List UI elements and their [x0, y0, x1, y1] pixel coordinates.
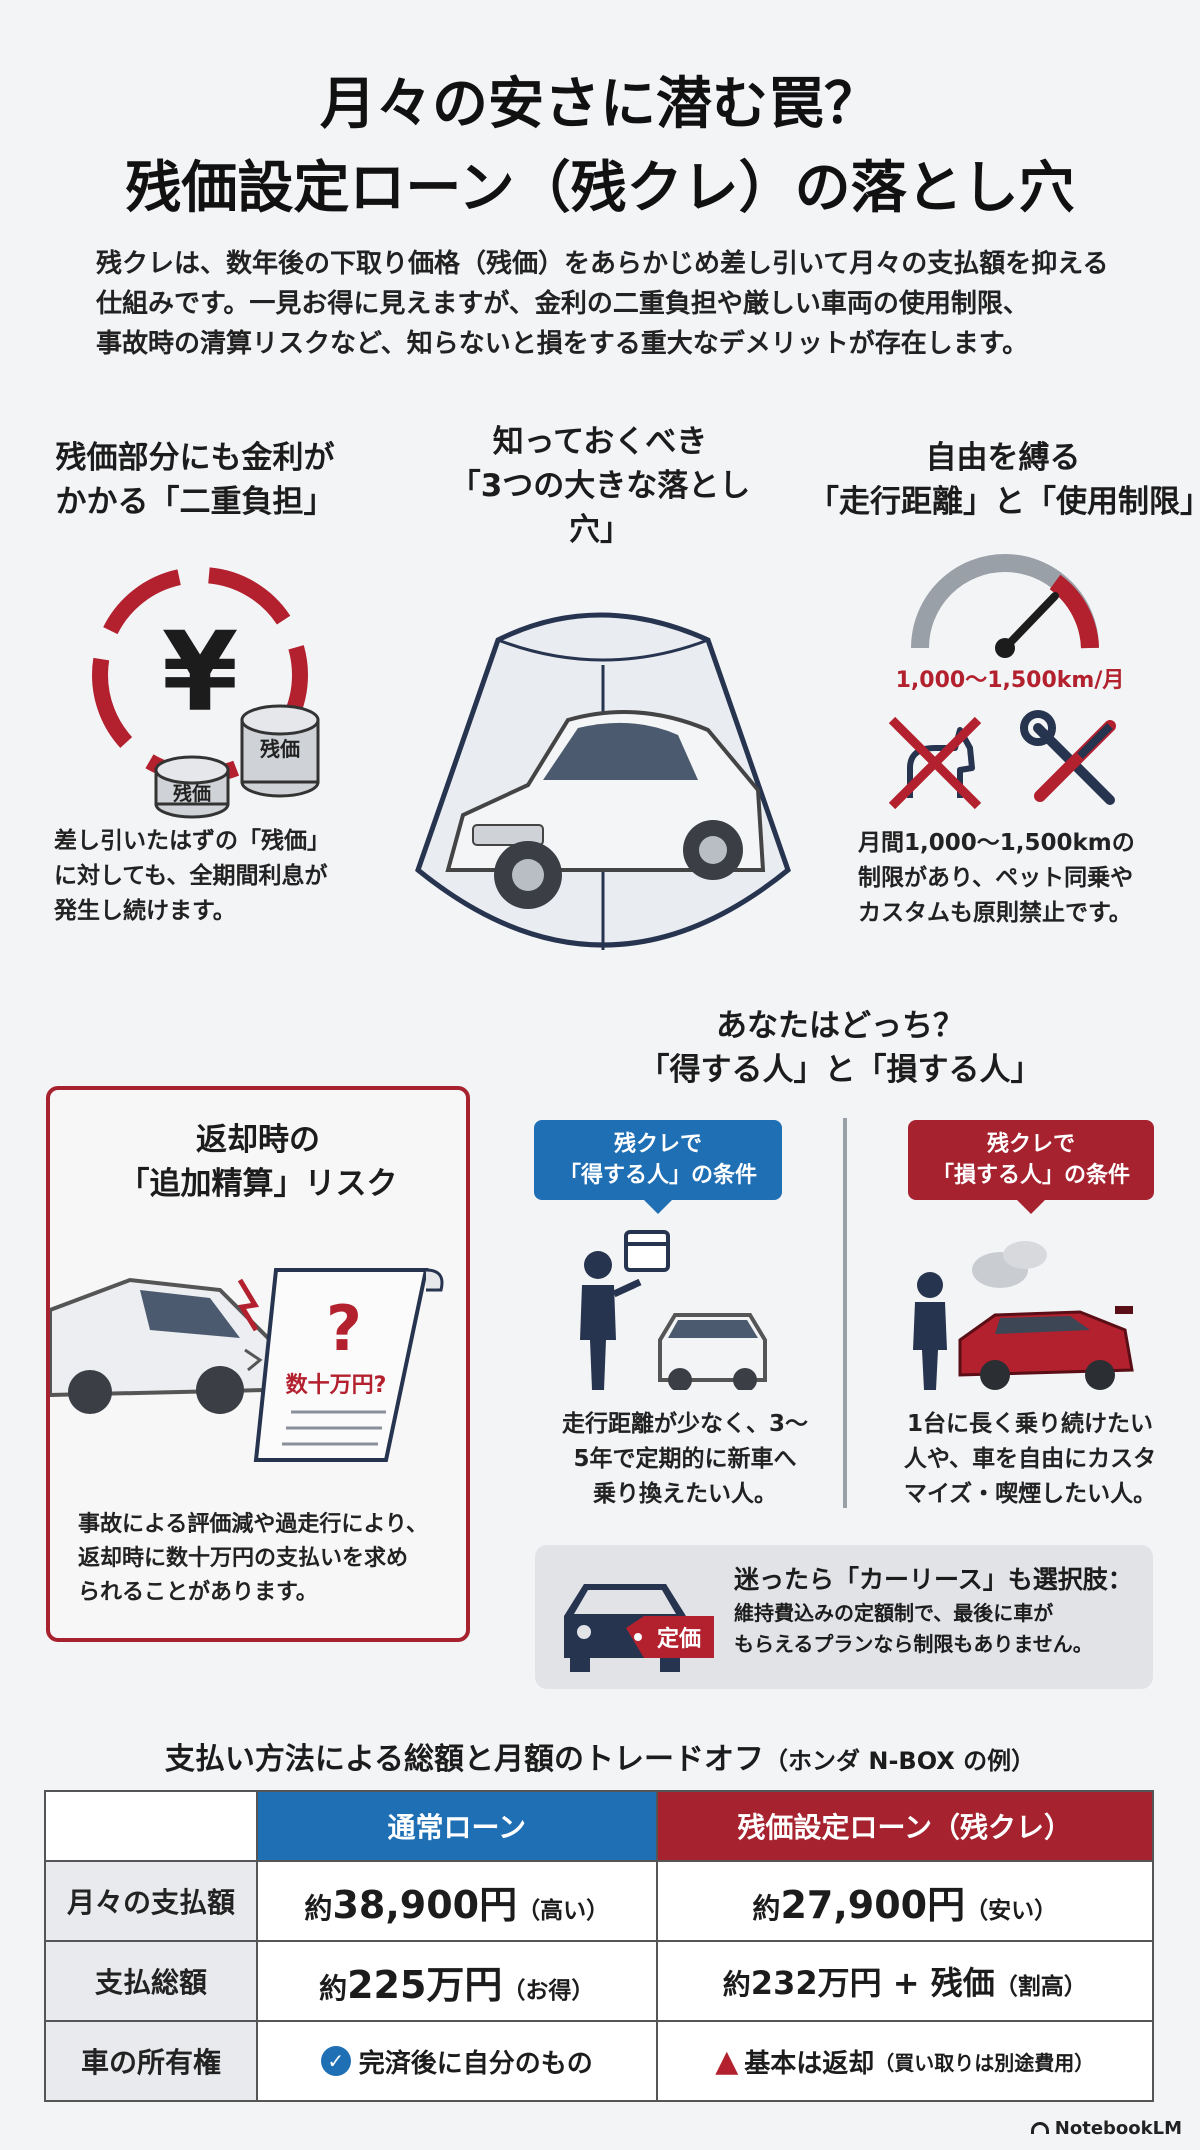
table-cell: 約232万円 + 残価（割高） [655, 1940, 1154, 2022]
body-line: 1台に長く乗り続けたい [906, 1411, 1153, 1437]
svg-text:残価: 残価 [260, 737, 300, 761]
body-line: マイズ・喫煙したい人。 [903, 1481, 1157, 1507]
damaged-car-icon [50, 1277, 273, 1414]
table-header-row: 通常ローン 残価設定ローン（残クレ） [44, 1790, 1154, 1862]
notebooklm-watermark: NotebookLM [1030, 2118, 1182, 2139]
row-label: 支払総額 [44, 1940, 258, 2022]
settlement-document-icon: ? 数十万円? [253, 1268, 444, 1462]
gain-condition-body: 走行距離が少なく、3〜 5年で定期的に新車へ 乗り換えたい人。 [530, 1407, 840, 1512]
section-divider [843, 1118, 847, 1508]
heading-line: 残価部分にも金利が [55, 440, 335, 476]
heading-line: 知っておくべき [492, 424, 708, 460]
table-row: 支払総額 約225万円（お得） 約232万円 + 残価（割高） [44, 1940, 1154, 2022]
car-lease-heading: 迷ったら「カーリース」も選択肢： [734, 1565, 1133, 1594]
svg-text:残価: 残価 [173, 782, 211, 805]
page-title-line1: 月々の安さに潜む罠？ [320, 72, 880, 137]
price-tag-icon [626, 1616, 714, 1658]
usage-limit-body: 月間1,000〜1,500kmの 制限があり、ペット同乗や カスタムも原則禁止で… [858, 826, 1188, 931]
body-line: 走行距離が少なく、3〜 [561, 1411, 808, 1437]
normal-loan-column-header: 通常ローン [256, 1790, 658, 1862]
price-tag-label: 定価 [657, 1626, 701, 1652]
return-risk-heading: 返却時の 「追加精算」リスク [46, 1118, 470, 1206]
body-line: 人や、車を自由にカスタ [903, 1446, 1157, 1472]
body-line: 発生し続けます。 [54, 898, 236, 924]
table-cell: 約27,900円（安い） [655, 1860, 1154, 1942]
body-line: 月間1,000〜1,500kmの [858, 830, 1135, 856]
heading-line: かかる「二重負担」 [55, 484, 335, 520]
body-line: 5年で定期的に新車へ [573, 1446, 797, 1472]
table-cell: ▲基本は返却（買い取りは別途費用） [655, 2020, 1154, 2102]
person-smoking-custom-car-icon [913, 1241, 1134, 1390]
table-corner-cell [44, 1790, 258, 1862]
table-row: 車の所有権 ✓完済後に自分のもの ▲基本は返却（買い取りは別途費用） [44, 2020, 1154, 2102]
check-circle-icon: ✓ [320, 2046, 351, 2076]
usage-limit-heading: 自由を縛る 「走行距離」と「使用制限」 [808, 436, 1200, 524]
yen-symbol: ¥ [162, 608, 239, 736]
three-pitfalls-heading: 知っておくべき 「3つの大きな落とし穴」 [430, 420, 770, 552]
heading-line: 自由を縛る [925, 440, 1081, 476]
notebooklm-logo-icon [1030, 2122, 1049, 2134]
loss-condition-tag: 残クレで 「損する人」の条件 [908, 1120, 1154, 1214]
double-burden-heading: 残価部分にも金利が かかる「二重負担」 [30, 436, 360, 524]
table-row: 月々の支払額 約38,900円（高い） 約27,900円（安い） [44, 1860, 1154, 1942]
question-mark: ? [326, 1292, 362, 1365]
person-with-new-car-icon [580, 1230, 767, 1390]
body-line: 維持費込みの定額制で、最後に車が [734, 1601, 1054, 1625]
page-title-line2: 残価設定ローン（残クレ）の落とし穴 [125, 156, 1075, 221]
suv-icon [445, 710, 766, 909]
intro-line: 残クレは、数年後の下取り価格（残価）をあらかじめ差し引いて月々の支払額を抑える [96, 249, 1109, 279]
table-cell: ✓完済後に自分のもの [256, 2020, 658, 2102]
heading-line: 「走行距離」と「使用制限」 [808, 484, 1200, 520]
tag-line: 「損する人」の条件 [931, 1163, 1130, 1188]
row-label: 月々の支払額 [44, 1860, 258, 1942]
car-lease-text: 迷ったら「カーリース」も選択肢： 維持費込みの定額制で、最後に車が もらえるプラ… [734, 1562, 1154, 1660]
heading-line: 「得する人」と「損する人」 [638, 1052, 1042, 1088]
speedometer-gauge-icon [911, 554, 1099, 658]
body-line: 返却時に数十万円の支払いを求め [78, 1546, 409, 1571]
body-line: られることがあります。 [78, 1580, 318, 1605]
intro-line: 仕組みです。一見お得に見えますが、金利の二重負担や厳しい車両の使用制限、 [96, 289, 1029, 319]
no-pets-icon [888, 716, 982, 810]
tag-line: 残クレで [986, 1132, 1075, 1157]
mileage-limit-label: 1,000〜1,500km/月 [895, 668, 1125, 693]
body-line: 制限があり、ペット同乗や [858, 865, 1134, 891]
residual-loan-column-header: 残価設定ローン（残クレ） [655, 1790, 1154, 1862]
row-label: 車の所有権 [44, 2020, 258, 2102]
settlement-amount-label: 数十万円? [286, 1372, 387, 1398]
body-line: 事故による評価減や過走行により、 [78, 1512, 429, 1537]
gain-condition-tag: 残クレで 「得する人」の条件 [534, 1120, 782, 1214]
payment-comparison-table: 通常ローン 残価設定ローン（残クレ） 月々の支払額 約38,900円（高い） 約… [44, 1790, 1154, 2102]
table-title: 支払い方法による総額と月額のトレードオフ [164, 1742, 764, 1777]
heading-line: 「追加精算」リスク [118, 1166, 398, 1202]
heading-line: あなたはどっち？ [716, 1008, 964, 1044]
return-risk-body: 事故による評価減や過走行により、 返却時に数十万円の支払いを求め られることがあ… [78, 1508, 458, 1610]
body-line: 差し引いたはずの「残価」 [54, 828, 330, 854]
intro-line: 事故時の清算リスクなど、知らないと損をする重大なデメリットが存在します。 [96, 329, 1029, 359]
yen-interest-icon: ¥ 残価 残価 [92, 567, 320, 819]
warning-triangle-icon: ▲ [715, 2043, 739, 2079]
body-line: 乗り換えたい人。 [593, 1481, 777, 1507]
body-line: に対しても、全期間利息が [54, 863, 328, 889]
intro-text: 残クレは、数年後の下取り価格（残価）をあらかじめ差し引いて月々の支払額を抑える … [96, 244, 1126, 364]
lease-car-with-price-tag-icon: 定価 [564, 1584, 714, 1672]
calendar-icon [624, 1230, 670, 1272]
loss-condition-body: 1台に長く乗り続けたい 人や、車を自由にカスタ マイズ・喫煙したい人。 [880, 1407, 1180, 1512]
comparison-table-title: 支払い方法による総額と月額のトレードオフ（ホンダ N-BOX の例） [0, 1734, 1200, 1778]
tag-line: 残クレで [613, 1132, 702, 1157]
heading-line: 返却時の [196, 1122, 320, 1158]
table-cell: 約225万円（お得） [256, 1940, 658, 2022]
body-line: カスタムも原則禁止です。 [858, 900, 1132, 926]
double-burden-body: 差し引いたはずの「残価」 に対しても、全期間利息が 発生し続けます。 [54, 824, 384, 929]
coin-stack-icon: 残価 残価 [154, 704, 320, 819]
heading-line: 「3つの大きな落とし穴」 [449, 468, 751, 548]
body-line: もらえるプランなら制限もありません。 [734, 1632, 1093, 1656]
who-section-heading: あなたはどっち？ 「得する人」と「損する人」 [620, 1004, 1060, 1092]
car-under-glass-dome-illustration [415, 612, 791, 950]
table-cell: 約38,900円（高い） [256, 1860, 658, 1942]
tag-line: 「得する人」の条件 [558, 1163, 757, 1188]
tools-wrench-screwdriver-icon [1020, 710, 1116, 805]
table-title-note: （ホンダ N-BOX の例） [764, 1747, 1036, 1775]
